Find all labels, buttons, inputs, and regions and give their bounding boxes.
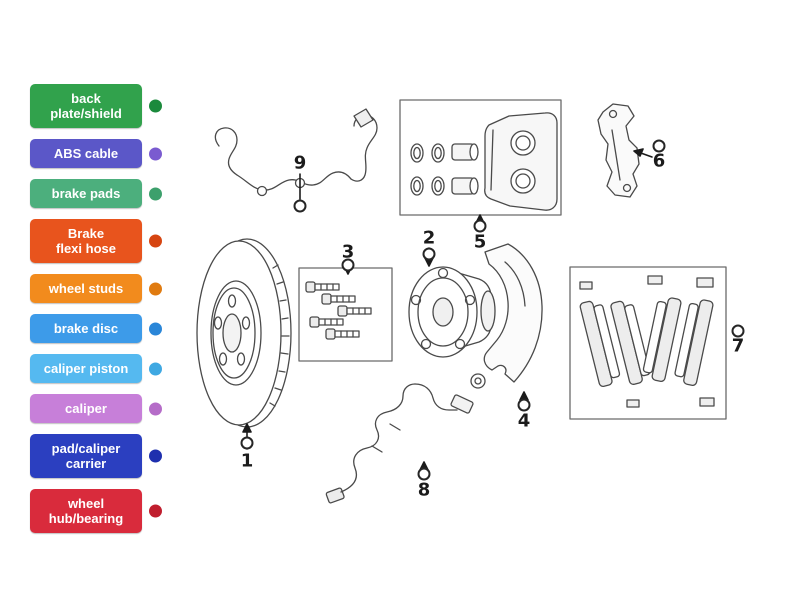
back-plate-shield-drawing — [483, 243, 543, 383]
label-text: ABS cable — [53, 146, 119, 161]
label-chip-caliper[interactable]: caliper — [30, 394, 162, 423]
answer-target-6[interactable] — [652, 139, 666, 153]
callout-number-4: 4 — [517, 410, 531, 432]
callout-number-5: 5 — [473, 231, 487, 253]
answer-target-8[interactable] — [417, 467, 431, 481]
answer-target-1[interactable] — [240, 436, 254, 450]
answer-target-9[interactable] — [293, 199, 307, 213]
label-connector-dot — [149, 362, 162, 375]
label-connector-dot — [149, 504, 162, 518]
callout-number-7: 7 — [731, 335, 745, 357]
brake-disc-drawing — [196, 238, 292, 428]
wheel-studs-box-drawing — [298, 267, 393, 362]
brake-pads-box-drawing — [569, 266, 727, 420]
callout-number-6: 6 — [652, 150, 666, 172]
label-chip-brake-flexi-hose[interactable]: Brake flexi hose — [30, 219, 162, 263]
answer-target-7[interactable] — [731, 324, 745, 338]
label-connector-dot — [149, 449, 162, 463]
wheel-hub-drawing — [408, 266, 496, 358]
label-connector-dot — [149, 282, 162, 295]
label-text: caliper piston — [43, 361, 129, 376]
label-connector-dot — [149, 234, 162, 248]
label-chip-wheel-hub-bearing[interactable]: wheel hub/bearing — [30, 489, 162, 533]
label-chip-pad-caliper-carrier[interactable]: pad/caliper carrier — [30, 434, 162, 478]
label-connector-dot — [149, 402, 162, 415]
label-connector-dot — [149, 187, 162, 200]
label-text: wheel studs — [48, 281, 124, 296]
caliper-piston-box-drawing — [399, 99, 562, 216]
callout-number-2: 2 — [422, 227, 436, 249]
label-text: brake pads — [51, 186, 121, 201]
label-connector-dot — [149, 147, 162, 160]
label-list: back plate/shield ABS cable brake pads B… — [30, 84, 162, 533]
label-text: back plate/shield — [50, 91, 122, 121]
label-chip-back-plate-shield[interactable]: back plate/shield — [30, 84, 162, 128]
label-chip-caliper-piston[interactable]: caliper piston — [30, 354, 162, 383]
label-text: pad/caliper carrier — [51, 441, 121, 471]
answer-target-5[interactable] — [473, 219, 487, 233]
answer-target-4[interactable] — [517, 398, 531, 412]
label-text: Brake flexi hose — [56, 226, 116, 256]
answer-target-3[interactable] — [341, 258, 355, 272]
callout-number-8: 8 — [417, 479, 431, 501]
label-chip-brake-pads[interactable]: brake pads — [30, 179, 162, 208]
abs-sensor-cable-drawing — [325, 373, 486, 504]
label-chip-brake-disc[interactable]: brake disc — [30, 314, 162, 343]
label-connector-dot — [149, 99, 162, 113]
label-connector-dot — [149, 322, 162, 335]
caliper-bracket-drawing — [597, 103, 640, 198]
answer-target-2[interactable] — [422, 247, 436, 261]
label-text: wheel hub/bearing — [48, 496, 124, 526]
callout-number-9: 9 — [293, 152, 307, 174]
label-text: brake disc — [53, 321, 119, 336]
callout-number-3: 3 — [341, 241, 355, 263]
abs-cable-drawing — [214, 108, 378, 197]
callout-number-1: 1 — [240, 450, 254, 472]
label-chip-abs-cable[interactable]: ABS cable — [30, 139, 162, 168]
label-chip-wheel-studs[interactable]: wheel studs — [30, 274, 162, 303]
label-text: caliper — [65, 401, 107, 416]
